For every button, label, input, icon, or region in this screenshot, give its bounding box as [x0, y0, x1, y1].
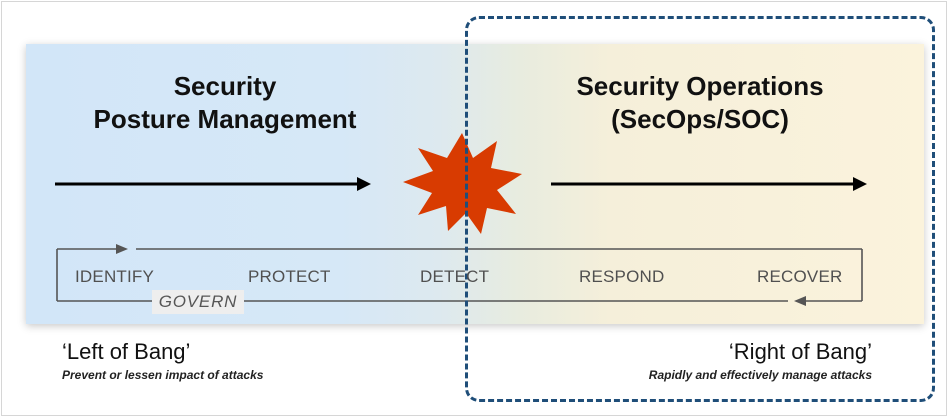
right-heading-line2: (SecOps/SOC): [611, 104, 789, 134]
stage-identify: IDENTIFY: [75, 267, 155, 286]
right-arrow-icon: [551, 177, 867, 191]
right-of-bang-title: ‘Right of Bang’: [728, 339, 872, 364]
loop-arrow-left-icon: [794, 296, 806, 306]
left-of-bang-title: ‘Left of Bang’: [62, 339, 191, 364]
left-arrow-icon: [55, 177, 371, 191]
right-heading: Security Operations (SecOps/SOC): [530, 70, 870, 136]
left-heading: Security Posture Management: [40, 70, 410, 136]
govern-label: GOVERN: [152, 290, 244, 314]
left-of-bang-subtitle: Prevent or lessen impact of attacks: [62, 368, 264, 382]
left-heading-line1: Security: [173, 71, 277, 101]
right-of-bang-subtitle: Rapidly and effectively manage attacks: [648, 368, 872, 382]
stage-detect: DETECT: [420, 267, 490, 286]
right-heading-line1: Security Operations: [576, 71, 824, 101]
explosion-burst-icon: [403, 133, 522, 234]
stage-recover: RECOVER: [757, 267, 843, 286]
loop-arrow-right-icon: [116, 244, 128, 254]
secops-dashed-boundary: [465, 16, 935, 402]
stage-respond: RESPOND: [579, 267, 665, 286]
left-heading-line2: Posture Management: [93, 104, 357, 134]
stage-protect: PROTECT: [248, 267, 331, 286]
